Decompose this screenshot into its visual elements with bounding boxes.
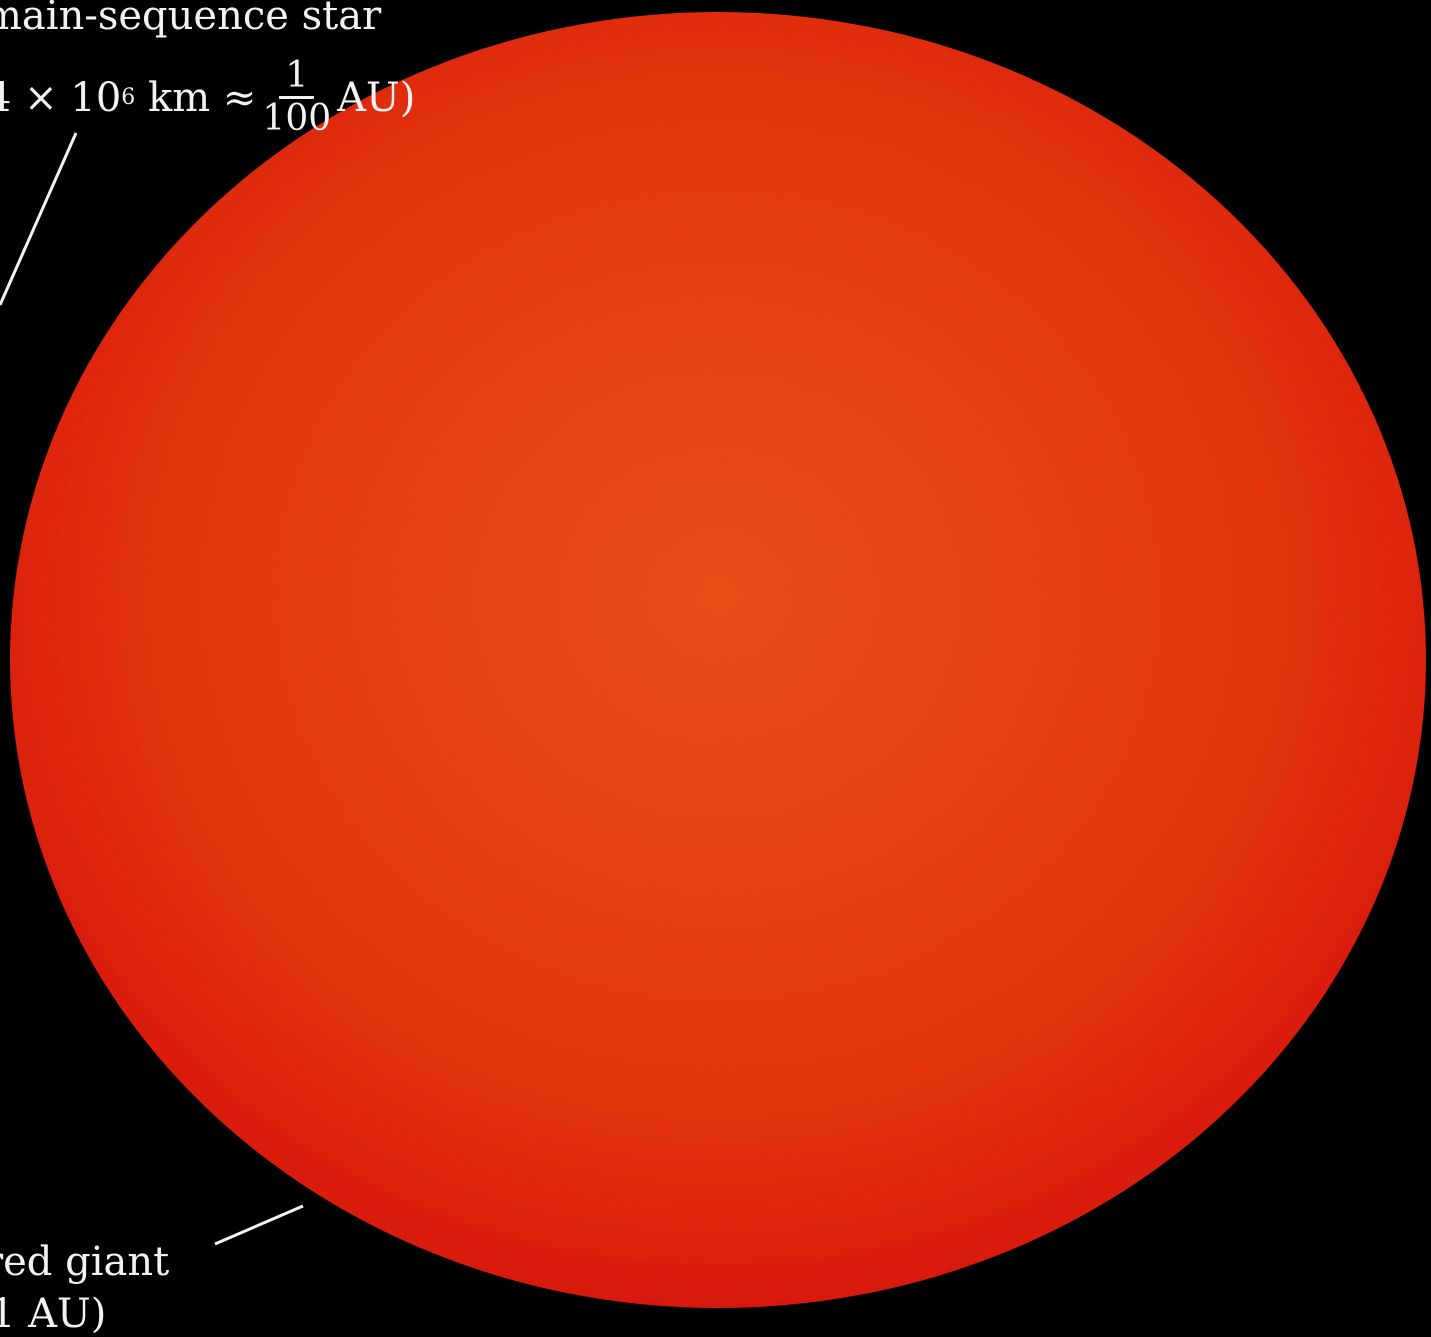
fraction-denominator: 100 [262,98,332,139]
red-giant-pointer-line [214,1204,304,1246]
red-giant-disk [10,12,1426,1308]
red-giant-label: red giant [0,1239,170,1285]
main-sequence-pointer-line [0,132,78,306]
ms-size-prefix: 4 × 10 [0,74,122,121]
main-sequence-star-size-label: 4 × 106 km ≈ 1 100 AU) [0,58,415,137]
main-sequence-star-label: main-sequence star [0,0,382,39]
fraction-numerator: 1 [279,58,315,99]
red-giant-size-label: 1 AU) [0,1291,107,1337]
ms-size-unit: km ≈ [148,74,257,121]
ms-size-suffix: AU) [337,74,416,121]
ms-size-fraction: 1 100 [262,58,331,137]
